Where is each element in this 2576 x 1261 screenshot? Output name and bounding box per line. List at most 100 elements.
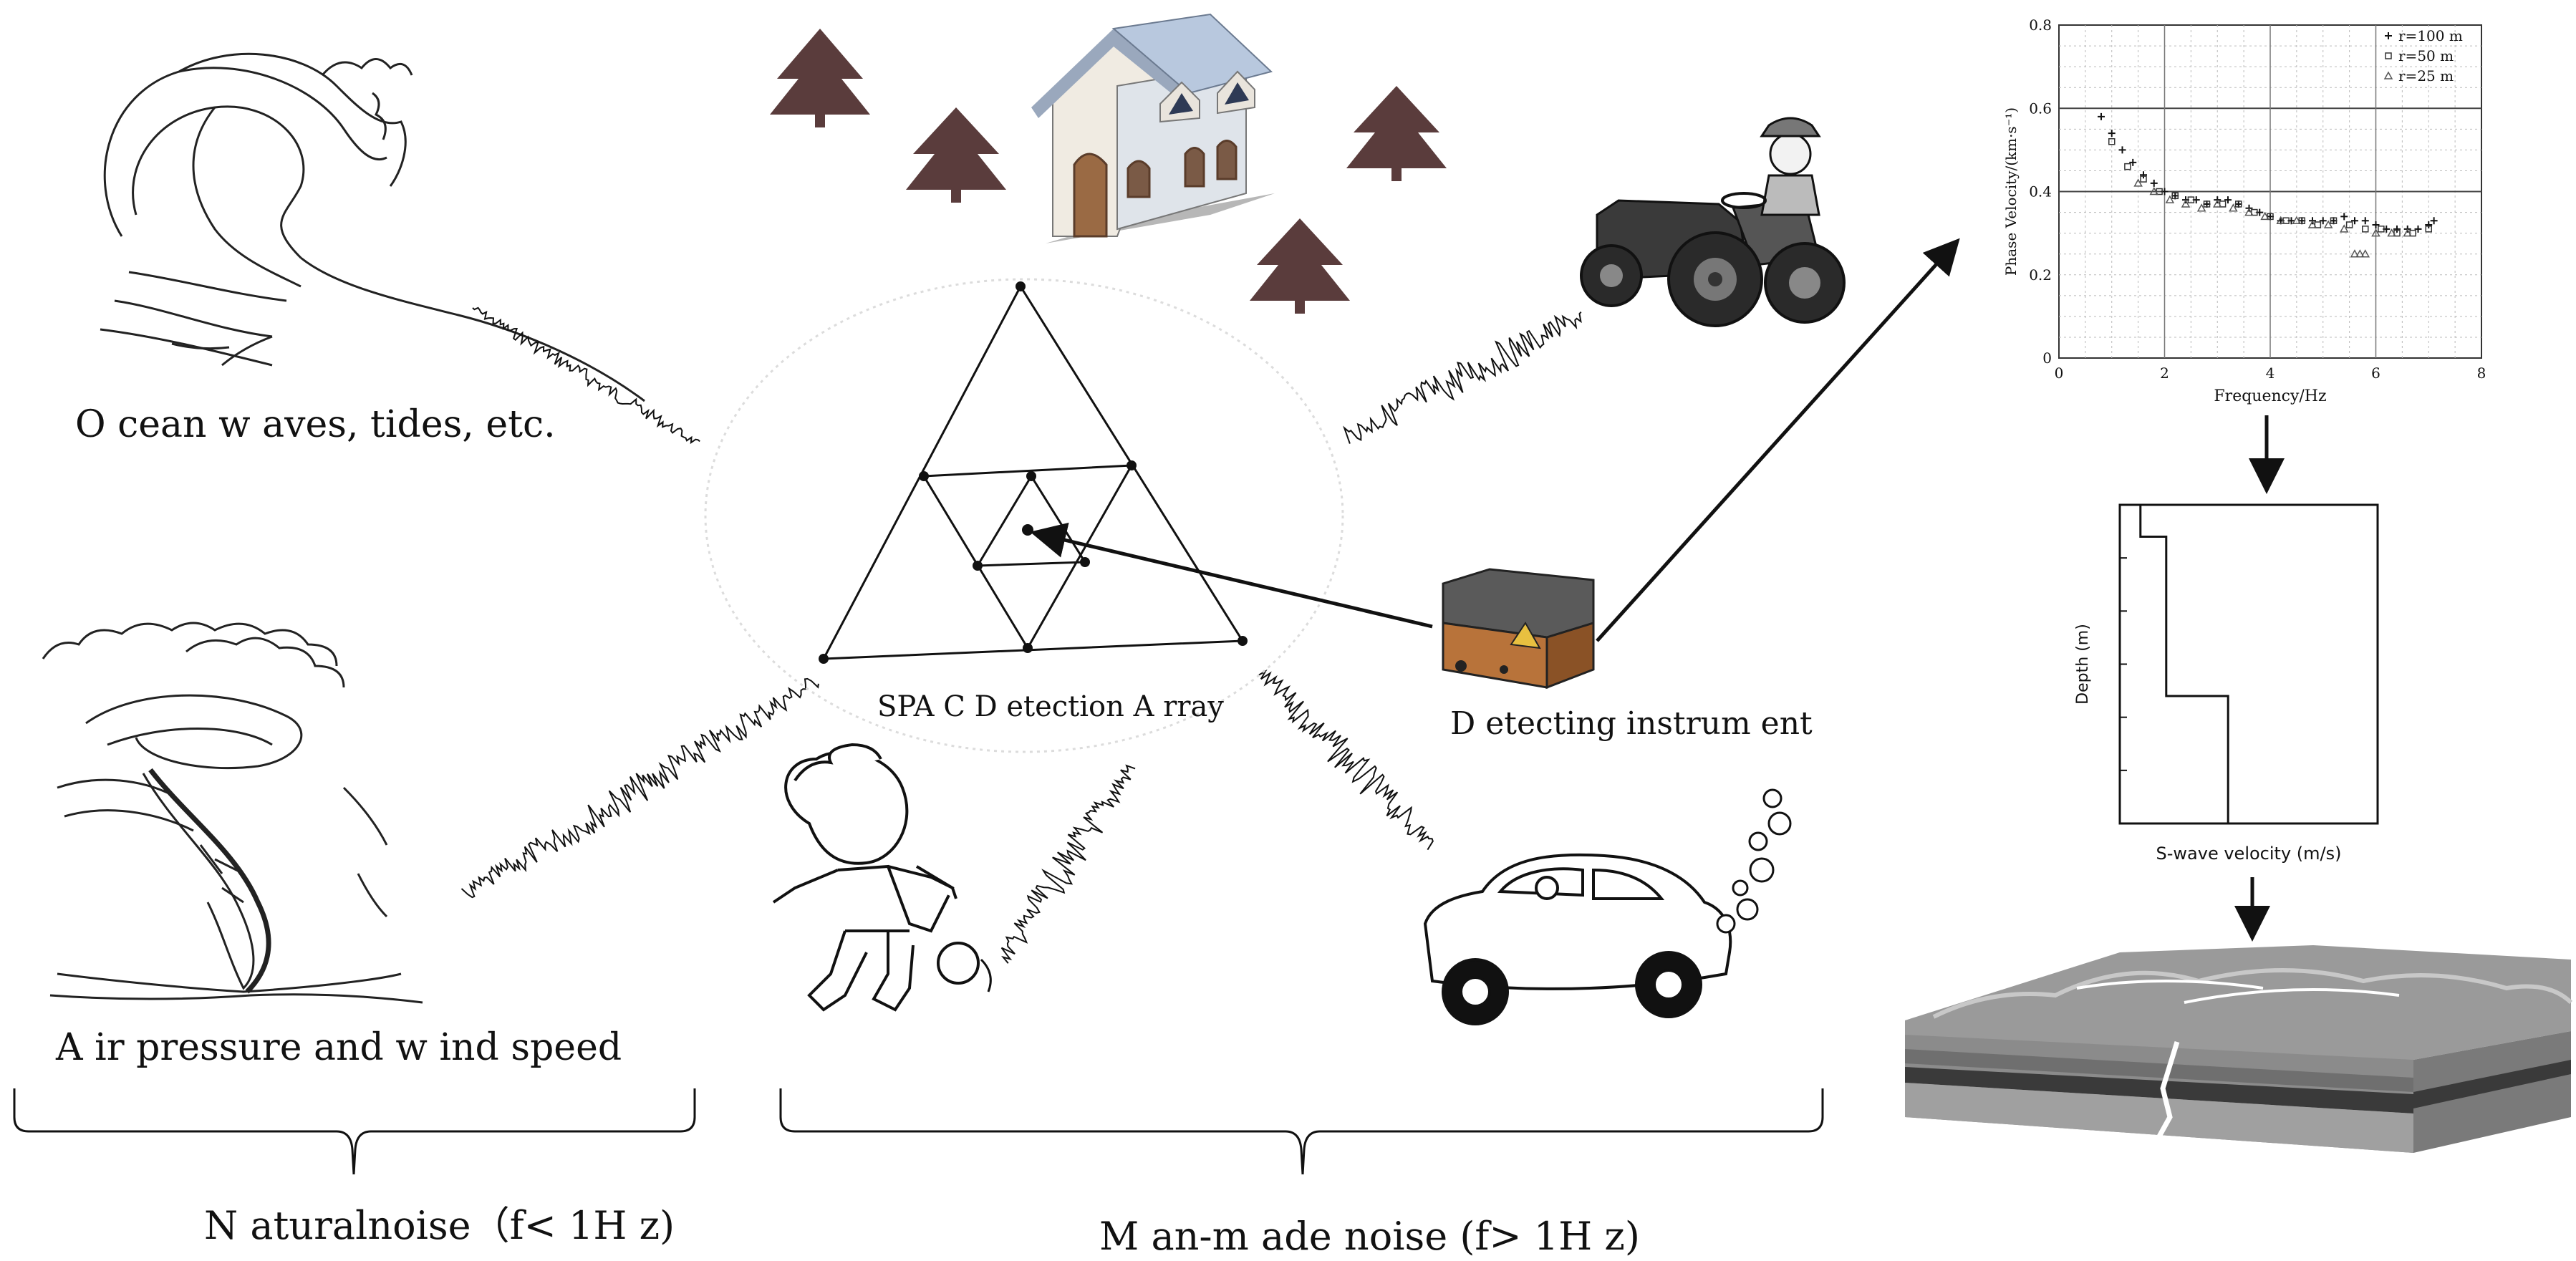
wind-noise-trace: [460, 677, 819, 899]
ocean-wave-illustration: [100, 52, 645, 402]
tractor-noise-trace: [1343, 311, 1582, 444]
geology-block-diagram: [1905, 945, 2573, 1153]
data-point: [2140, 171, 2147, 179]
data-point: [2361, 217, 2369, 225]
instrument-to-array-arrow: [1030, 522, 1433, 629]
array-sensor: [1023, 643, 1033, 653]
data-point: [2129, 158, 2137, 166]
data-point: [2224, 196, 2232, 204]
y-tick-label: 0.8: [2029, 16, 2052, 34]
array-sensor: [1016, 281, 1026, 291]
data-point: [2203, 200, 2211, 208]
data-point: [2212, 199, 2222, 208]
air-pressure-label: A ir pressure and w ind speed: [55, 1026, 622, 1069]
data-point: [2425, 226, 2432, 233]
data-point: [2345, 221, 2353, 228]
y-tick-label: 0: [2042, 349, 2052, 367]
data-point: [2362, 226, 2369, 233]
legend-entry: r=50 m: [2398, 47, 2454, 64]
data-point: [2319, 217, 2327, 225]
data-point: [2292, 216, 2302, 224]
data-point: [2276, 216, 2286, 224]
data-point: [2149, 186, 2159, 195]
data-point: [2387, 228, 2396, 237]
data-point: [2196, 203, 2206, 212]
data-point: [2108, 138, 2116, 145]
data-point: [2098, 112, 2105, 120]
array-inner-triangle: [975, 474, 1087, 567]
data-point: [2383, 71, 2393, 79]
y-tick-label: 0.2: [2029, 266, 2052, 284]
data-point: [2244, 208, 2254, 216]
data-point: [2425, 221, 2433, 228]
data-point: [2360, 249, 2370, 258]
data-point: [2385, 52, 2392, 59]
vs-depth-profile-chart: S-wave velocity (m/s) Depth (m): [2074, 503, 2379, 864]
series-points: [2133, 178, 2413, 258]
array-sensor: [1080, 557, 1090, 567]
tree-icon: [1346, 86, 1447, 181]
data-point: [2150, 179, 2158, 187]
data-point: [2133, 178, 2143, 187]
data-point: [2187, 196, 2195, 203]
noise-traces: [460, 306, 1582, 964]
array-sensor: [973, 561, 983, 571]
x-tick-label: 6: [2371, 364, 2380, 382]
data-point: [2355, 249, 2365, 258]
data-point: [2165, 195, 2175, 203]
array-center-sensor: [1022, 524, 1033, 536]
detecting-instrument-icon: [1442, 568, 1595, 690]
array-coverage-circle: [704, 278, 1344, 753]
array-sensor: [1127, 460, 1137, 470]
x-tick-label: 8: [2477, 364, 2486, 382]
data-point: [2330, 217, 2338, 224]
x-tick-label: 4: [2266, 364, 2275, 382]
data-point: [2350, 249, 2360, 258]
natural-noise-label: N aturalnoise（f< 1H z): [204, 1203, 675, 1248]
data-point: [2140, 175, 2147, 183]
y-tick-label: 0.6: [2029, 100, 2052, 117]
x-tick-label: 2: [2160, 364, 2169, 382]
spac-detection-array: [704, 278, 1344, 753]
data-point: [2323, 220, 2333, 228]
data-point: [2124, 163, 2131, 170]
data-point: [2430, 217, 2438, 225]
x-tick-label: 0: [2055, 364, 2064, 382]
man-made-noise-label: M an-m ade noise (f> 1H z): [1099, 1214, 1640, 1259]
man-made-noise-brace: [779, 1088, 1824, 1175]
data-point: [2260, 211, 2269, 221]
instrument-to-chart-arrow: [1596, 238, 1960, 642]
data-point: [2372, 221, 2380, 228]
tree-icon: [1250, 218, 1350, 314]
trees: [770, 29, 1447, 314]
car-illustration: [1423, 788, 1792, 1025]
spac-array-label: SPA C D etection A rray: [877, 690, 1224, 723]
tree-icon: [906, 107, 1006, 203]
ocean-waves-label: O cean w aves, tides, etc.: [75, 403, 556, 446]
array-sensor: [919, 471, 929, 481]
vs-profile-line: [2139, 505, 2229, 823]
data-point: [2118, 146, 2126, 154]
data-point: [2339, 224, 2349, 233]
x-axis-label: S-wave velocity (m/s): [2156, 844, 2342, 864]
y-tick-label: 0.4: [2029, 183, 2052, 200]
y-axis-label: Phase Velocity/(km·s⁻¹): [2002, 107, 2020, 276]
y-axis-label: Depth (m): [2074, 624, 2092, 705]
array-middle-triangle: [922, 464, 1134, 650]
data-point: [2403, 228, 2413, 237]
legend-entry: r=25 m: [2398, 67, 2454, 84]
array-sensor: [1026, 471, 1036, 481]
natural-noise-brace: [13, 1088, 696, 1175]
array-sensor: [819, 654, 829, 664]
car-noise-trace: [1258, 669, 1434, 851]
data-point: [2351, 217, 2358, 225]
data-point: [2378, 226, 2385, 233]
data-point: [2235, 200, 2242, 208]
house-illustration: [1031, 13, 1275, 243]
tractor-illustration: [1580, 117, 1846, 327]
boy-noise-trace: [1000, 764, 1136, 964]
data-point: [2307, 220, 2317, 228]
detecting-instrument-label: D etecting instrum ent: [1450, 705, 1813, 742]
tree-icon: [770, 29, 870, 127]
